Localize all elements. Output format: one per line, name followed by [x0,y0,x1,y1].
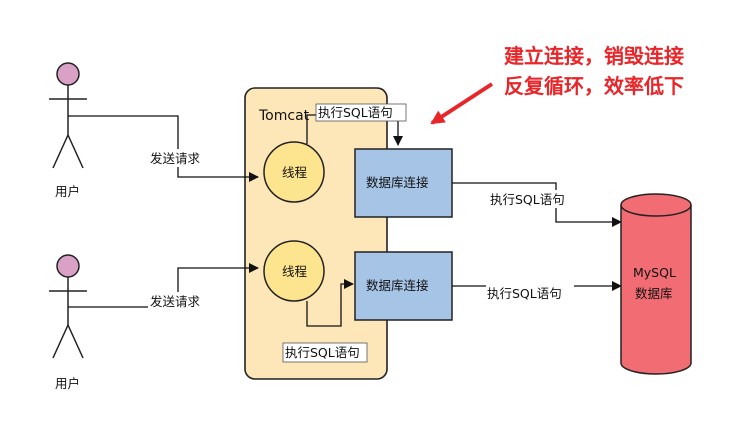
db-connection-box-2 [354,251,453,321]
request-connector-2 [68,263,259,308]
tomcat-container [244,87,388,380]
user-head-icon [56,254,80,278]
warning-note-line1: 建立连接，销毁连接 [504,44,684,68]
db-connector-label-2: 执行SQL语句 [487,286,562,301]
thread-label-2: 线程 [282,264,308,279]
exec-label-bottom: 执行SQL语句 [285,345,360,360]
thread-node-1 [263,141,325,203]
thread-node-2 [263,240,325,302]
mysql-database-icon [620,193,692,375]
request-label-1: 发送请求 [150,151,201,166]
request-label-2: 发送请求 [150,294,201,309]
user-actor-1 [49,62,87,169]
tomcat-title: Tomcat [258,108,310,124]
warning-arrow [430,82,494,125]
exec-connector-bottom [306,279,354,327]
user-head-icon [56,62,80,86]
db-connection-label-2: 数据库连接 [366,278,429,293]
warning-note-line2: 反复循环，效率低下 [504,74,684,98]
user-label-1: 用户 [55,184,80,199]
db-connector-label-1: 执行SQL语句 [490,192,565,207]
exec-label-top: 执行SQL语句 [318,105,393,120]
database-label-line2: 数据库 [635,286,673,301]
user-actor-2 [49,254,87,359]
db-connection-label-1: 数据库连接 [366,175,429,190]
database-label-line1: MySQL [633,265,676,280]
user-label-2: 用户 [55,376,80,391]
request-connector-1 [68,115,259,182]
db-connection-box-1 [354,148,453,218]
thread-label-1: 线程 [282,165,308,180]
